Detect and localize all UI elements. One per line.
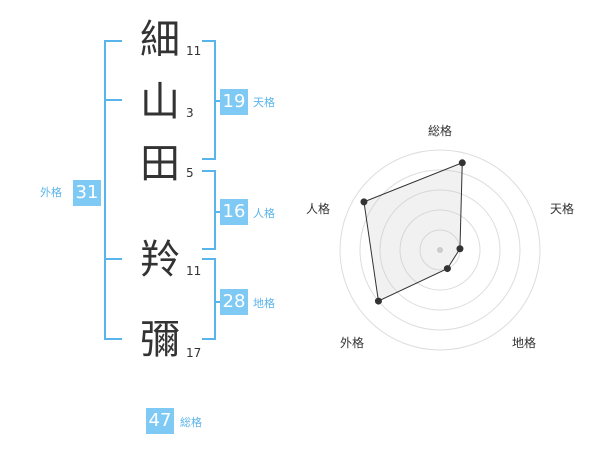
- radar-center-dot: [437, 247, 443, 253]
- name-char-4: 羚: [140, 237, 180, 283]
- name-char-5: 彌: [140, 317, 180, 363]
- radar-axis-label-5: 人格: [305, 202, 331, 216]
- radar-axis-label-2: 天格: [549, 202, 575, 216]
- radar-axis-label-3: 地格: [511, 336, 537, 350]
- radar-ring: [359, 169, 521, 331]
- jinkaku-badge: 16: [220, 199, 248, 225]
- radar-series-polygon: [363, 162, 463, 302]
- name-char-2: 山: [140, 79, 180, 125]
- radar-ring: [379, 189, 501, 311]
- jinkaku-label: 人格: [253, 207, 275, 220]
- radar-axis-label-1: 総格: [427, 124, 453, 138]
- stroke-count-3: 5: [186, 166, 194, 180]
- radar-chart: [339, 149, 541, 351]
- tenkaku-badge: 19: [220, 89, 248, 115]
- stroke-count-1: 11: [186, 44, 202, 58]
- chikaku-badge: 28: [220, 289, 248, 315]
- stroke-count-4: 11: [186, 264, 202, 278]
- gaikaku-badge: 31: [73, 180, 101, 206]
- radar-point-5: [360, 198, 368, 206]
- radar-point-1: [458, 159, 466, 167]
- radar-point-3: [443, 265, 451, 273]
- chikaku-label: 地格: [253, 297, 275, 310]
- radar-point-2: [456, 245, 464, 253]
- radar-rings: [339, 149, 541, 351]
- stroke-count-5: 17: [186, 346, 202, 360]
- name-char-1: 細: [140, 17, 180, 63]
- soukaku-label: 総格: [180, 416, 202, 429]
- radar-points: [360, 159, 466, 305]
- gaikaku-label: 外格: [40, 186, 62, 199]
- tenkaku-label: 天格: [253, 96, 275, 109]
- radar-point-4: [374, 297, 382, 305]
- soukaku-badge: 47: [146, 408, 174, 434]
- radar-ring: [399, 209, 481, 291]
- radar-ring: [339, 149, 541, 351]
- stroke-count-2: 3: [186, 106, 194, 120]
- radar-axis-label-4: 外格: [339, 336, 365, 350]
- name-char-3: 田: [140, 141, 180, 187]
